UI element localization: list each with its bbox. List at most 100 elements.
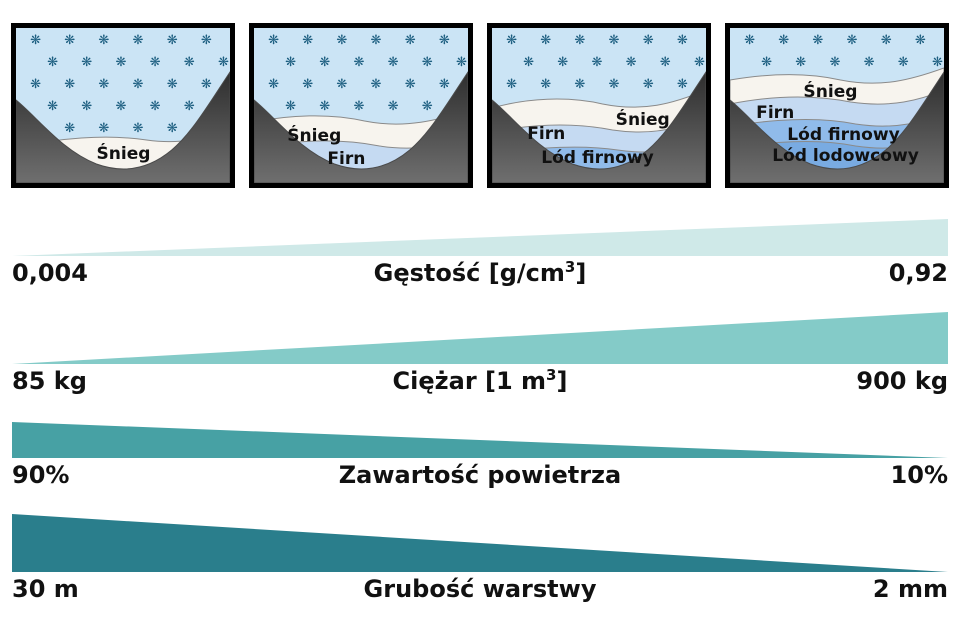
mountain-bedrock	[254, 71, 468, 183]
snowflake-icon: ❋	[150, 99, 161, 114]
snowflake-icon: ❋	[302, 77, 313, 92]
density-wedge	[12, 219, 948, 256]
snowflake-icon: ❋	[167, 77, 178, 92]
snowflake-icon: ❋	[574, 77, 585, 92]
density-wedge-shape	[12, 219, 948, 256]
snowflake-icon: ❋	[184, 99, 195, 114]
snowflake-icon: ❋	[609, 33, 620, 48]
snowflake-icon: ❋	[150, 55, 161, 70]
snowflake-icon: ❋	[285, 99, 296, 114]
snowflake-icon: ❋	[574, 33, 585, 48]
snowflake-icon: ❋	[268, 33, 279, 48]
scale-density: 0,004 Gęstość [g/cm3] 0,92	[12, 219, 948, 290]
snowflake-icon: ❋	[439, 33, 450, 48]
weight-min-value: 85 kg	[12, 367, 87, 395]
scale-air-content: 90% Zawartość powietrza 10%	[12, 422, 948, 492]
snowflake-icon: ❋	[523, 55, 534, 70]
snowflake-icon: ❋	[932, 55, 943, 70]
layer-thickness-wedge-shape	[12, 514, 948, 572]
snowflake-icon: ❋	[218, 55, 229, 70]
snowflake-icon: ❋	[506, 77, 517, 92]
mountain-bedrock	[16, 71, 230, 183]
snowflake-icon: ❋	[643, 77, 654, 92]
snowflake-icon: ❋	[98, 33, 109, 48]
snowflake-icon: ❋	[761, 55, 772, 70]
air-content-max-value: 90%	[12, 461, 70, 489]
snowflake-icon: ❋	[540, 33, 551, 48]
layer-label: Firn	[527, 124, 565, 144]
snowflake-icon: ❋	[422, 99, 433, 114]
snowflake-icon: ❋	[64, 77, 75, 92]
density-title: Gęstość [g/cm3]	[374, 259, 587, 287]
density-labels: 0,004 Gęstość [g/cm3] 0,92	[12, 256, 948, 290]
snowflake-icon: ❋	[388, 99, 399, 114]
snowflake-icon: ❋	[405, 33, 416, 48]
snowflake-icon: ❋	[336, 77, 347, 92]
snowflake-icon: ❋	[660, 55, 671, 70]
layer-label: Śnieg	[287, 124, 341, 146]
layer-thickness-max-value: 30 m	[12, 575, 79, 603]
snowflake-icon: ❋	[864, 55, 875, 70]
snowflake-icon: ❋	[506, 33, 517, 48]
stage-panel-1: ❋❋❋❋❋❋❋❋❋❋❋❋❋❋❋❋❋❋❋❋❋❋❋❋❋❋❋❋❋❋Śnieg	[11, 23, 235, 188]
snowflake-icon: ❋	[422, 55, 433, 70]
weight-title-sup: 3	[546, 366, 557, 384]
snowflake-icon: ❋	[829, 55, 840, 70]
snowflake-icon: ❋	[133, 121, 144, 136]
weight-wedge-shape	[12, 312, 948, 364]
snowflake-icon: ❋	[898, 55, 909, 70]
scale-layer-thickness: 30 m Grubość warstwy 2 mm	[12, 514, 948, 606]
snowflake-icon: ❋	[557, 55, 568, 70]
air-content-wedge	[12, 422, 948, 458]
weight-title-text: Ciężar [1 m	[392, 367, 547, 395]
layer-label: Śnieg	[803, 80, 857, 102]
layer-thickness-title-text: Grubość warstwy	[363, 575, 597, 603]
snowflake-icon: ❋	[388, 55, 399, 70]
snowflake-icon: ❋	[677, 77, 688, 92]
snowflake-icon: ❋	[881, 33, 892, 48]
snowflake-icon: ❋	[353, 55, 364, 70]
snowflake-icon: ❋	[319, 55, 330, 70]
air-content-title: Zawartość powietrza	[339, 461, 621, 489]
layer-label: Lód lodowcowy	[772, 146, 919, 166]
density-title-sup: 3	[564, 258, 576, 276]
snowflake-icon: ❋	[371, 33, 382, 48]
snowflake-icon: ❋	[439, 77, 450, 92]
snowflake-icon: ❋	[812, 33, 823, 48]
weight-title: Ciężar [1 m3]	[393, 367, 568, 395]
snowflake-icon: ❋	[643, 33, 654, 48]
layer-thickness-wedge	[12, 514, 948, 572]
snowflake-icon: ❋	[167, 121, 178, 136]
density-title-suffix: ]	[575, 259, 587, 287]
snowflake-icon: ❋	[302, 33, 313, 48]
snowflake-icon: ❋	[744, 33, 755, 48]
snowflake-icon: ❋	[81, 99, 92, 114]
layer-label: Lód firnowy	[541, 148, 654, 168]
snowflake-icon: ❋	[115, 99, 126, 114]
weight-max-value: 900 kg	[856, 367, 948, 395]
snowflake-icon: ❋	[184, 55, 195, 70]
snowflake-icon: ❋	[336, 33, 347, 48]
snowflake-icon: ❋	[626, 55, 637, 70]
density-max-value: 0,92	[888, 259, 948, 287]
air-content-title-text: Zawartość powietrza	[338, 461, 622, 489]
snowflake-icon: ❋	[677, 33, 688, 48]
snowflake-icon: ❋	[795, 55, 806, 70]
mountain-bedrock	[492, 71, 706, 183]
layer-thickness-min-value: 2 mm	[872, 575, 948, 603]
weight-wedge	[12, 312, 948, 364]
snowflake-icon: ❋	[778, 33, 789, 48]
air-content-wedge-shape	[12, 422, 948, 458]
stage-scene: ❋❋❋❋❋❋❋❋❋❋❋❋❋❋❋❋❋❋❋❋❋❋❋❋❋❋❋❋❋❋Śnieg	[16, 28, 230, 183]
layer-label: Lód firnowy	[787, 125, 900, 145]
snowflake-icon: ❋	[915, 33, 926, 48]
snowflake-icon: ❋	[64, 121, 75, 136]
snowflake-icon: ❋	[694, 55, 705, 70]
scale-weight: 85 kg Ciężar [1 m3] 900 kg	[12, 312, 948, 398]
snowflake-icon: ❋	[201, 33, 212, 48]
snowflake-icon: ❋	[847, 33, 858, 48]
snowflake-icon: ❋	[268, 77, 279, 92]
